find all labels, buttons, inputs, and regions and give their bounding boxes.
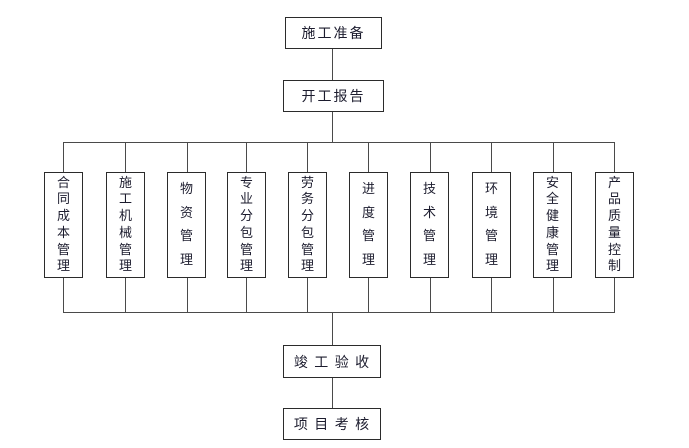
- collector-line: [63, 312, 615, 313]
- drop-line-7: [430, 142, 431, 172]
- branch-label: 环境管理: [484, 182, 498, 268]
- drop-line-8: [491, 142, 492, 172]
- collect-line-6: [368, 278, 369, 312]
- branch-label: 技术管理: [422, 182, 436, 268]
- branch-box-technical: 技术管理: [410, 172, 449, 278]
- distribution-line: [63, 142, 615, 143]
- branch-label: 专业分包管理: [239, 175, 253, 275]
- branch-label: 产品质量控制: [607, 175, 621, 275]
- branch-box-product-quality: 产品质量控制: [595, 172, 634, 278]
- collect-line-5: [307, 278, 308, 312]
- branch-box-safety-health: 安全健康管理: [533, 172, 572, 278]
- node-label: 开工报告: [301, 89, 366, 105]
- connector-acceptance-assessment: [332, 378, 333, 408]
- connector-collector-acceptance: [332, 312, 333, 345]
- branch-box-labor-subcontract: 劳务分包管理: [288, 172, 327, 278]
- node-completion-acceptance: 竣 工 验 收: [283, 345, 381, 378]
- node-label: 项 目 考 核: [293, 417, 371, 433]
- branch-box-schedule: 进度管理: [349, 172, 388, 278]
- collect-line-10: [614, 278, 615, 312]
- drop-line-4: [246, 142, 247, 172]
- node-project-assessment: 项 目 考 核: [283, 408, 381, 440]
- drop-line-10: [614, 142, 615, 172]
- branch-label: 物资管理: [179, 182, 193, 268]
- node-commencement-report: 开工报告: [283, 80, 384, 112]
- drop-line-3: [187, 142, 188, 172]
- collect-line-2: [125, 278, 126, 312]
- collect-line-8: [491, 278, 492, 312]
- drop-line-1: [63, 142, 64, 172]
- branch-box-materials: 物资管理: [167, 172, 206, 278]
- collect-line-9: [553, 278, 554, 312]
- drop-line-6: [368, 142, 369, 172]
- collect-line-4: [246, 278, 247, 312]
- drop-line-5: [307, 142, 308, 172]
- branch-label: 施工机械管理: [118, 175, 132, 275]
- branch-label: 安全健康管理: [545, 175, 559, 275]
- branch-box-professional-subcontract: 专业分包管理: [227, 172, 266, 278]
- branch-box-environment: 环境管理: [472, 172, 511, 278]
- branch-box-contract-cost: 合同成本管理: [44, 172, 83, 278]
- collect-line-1: [63, 278, 64, 312]
- node-label: 施工准备: [301, 26, 366, 42]
- branch-label: 劳务分包管理: [300, 175, 314, 275]
- drop-line-2: [125, 142, 126, 172]
- branch-box-construction-machinery: 施工机械管理: [106, 172, 145, 278]
- branch-label: 进度管理: [361, 182, 375, 268]
- collect-line-7: [430, 278, 431, 312]
- drop-line-9: [553, 142, 554, 172]
- branch-label: 合同成本管理: [56, 175, 70, 275]
- node-label: 竣 工 验 收: [293, 354, 371, 371]
- node-construction-preparation: 施工准备: [285, 17, 382, 49]
- collect-line-3: [187, 278, 188, 312]
- connector-start-report: [332, 49, 333, 80]
- connector-report-distribution: [332, 112, 333, 142]
